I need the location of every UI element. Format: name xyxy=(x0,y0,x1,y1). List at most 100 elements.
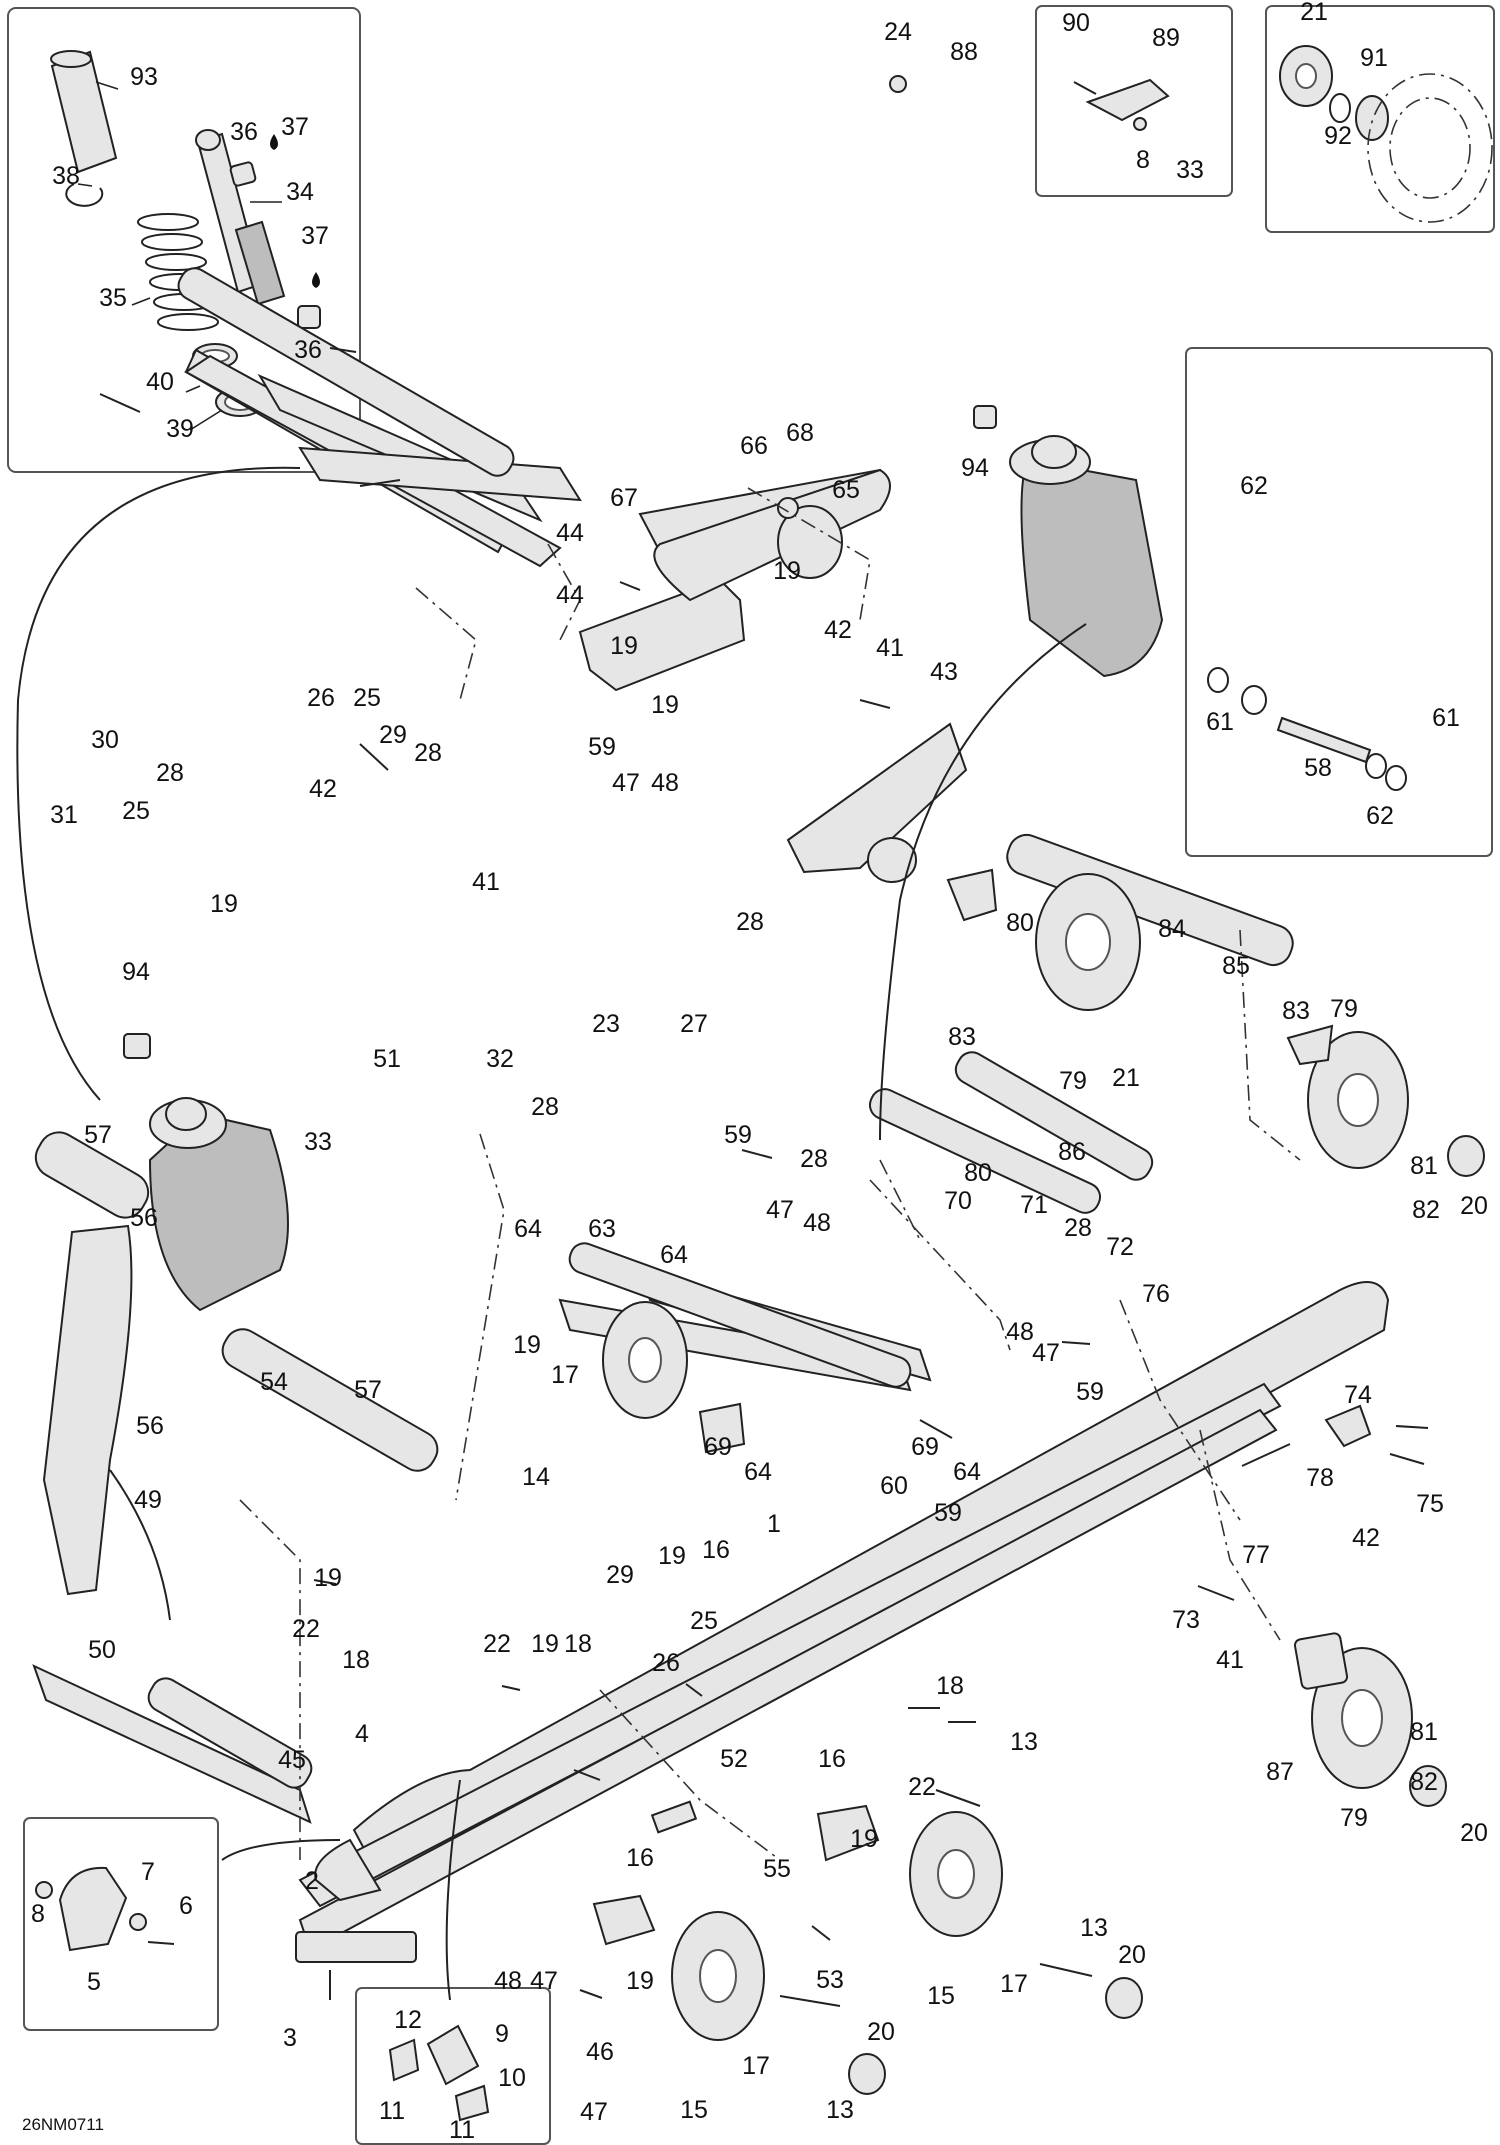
callout-92: 92 xyxy=(1324,122,1352,150)
callout-59: 59 xyxy=(934,1499,962,1527)
callout-81: 81 xyxy=(1410,1718,1438,1746)
callout-28: 28 xyxy=(736,908,764,936)
callout-42: 42 xyxy=(1352,1524,1380,1552)
callout-55: 55 xyxy=(763,1855,791,1883)
callout-16: 16 xyxy=(818,1745,846,1773)
callout-33: 33 xyxy=(1176,156,1204,184)
callout-68: 68 xyxy=(786,419,814,447)
callout-13: 13 xyxy=(826,2096,854,2124)
end-block-inset xyxy=(23,1817,219,2031)
callout-81: 81 xyxy=(1410,1152,1438,1180)
callout-22: 22 xyxy=(483,1630,511,1658)
callout-41: 41 xyxy=(472,868,500,896)
callout-19: 19 xyxy=(610,632,638,660)
slide-rail xyxy=(295,1281,1390,1963)
callout-44: 44 xyxy=(556,581,584,609)
callout-26: 26 xyxy=(307,684,335,712)
callout-88: 88 xyxy=(950,38,978,66)
callout-54: 54 xyxy=(260,1368,288,1396)
callout-18: 18 xyxy=(342,1646,370,1674)
callout-74: 74 xyxy=(1344,1381,1372,1409)
callout-32: 32 xyxy=(486,1045,514,1073)
callout-16: 16 xyxy=(702,1536,730,1564)
callout-79: 79 xyxy=(1059,1067,1087,1095)
callout-37: 37 xyxy=(301,222,329,250)
callout-14: 14 xyxy=(522,1463,550,1491)
callout-19: 19 xyxy=(626,1967,654,1995)
callout-13: 13 xyxy=(1080,1914,1108,1942)
callout-25: 25 xyxy=(122,797,150,825)
callout-38: 38 xyxy=(52,162,80,190)
callout-41: 41 xyxy=(1216,1646,1244,1674)
callout-19: 19 xyxy=(773,557,801,585)
front-arm-upper-bracket xyxy=(578,468,968,883)
callout-70: 70 xyxy=(944,1187,972,1215)
bracket-inset xyxy=(355,1987,551,2145)
callout-31: 31 xyxy=(50,801,78,829)
callout-57: 57 xyxy=(354,1376,382,1404)
callout-36: 36 xyxy=(294,336,322,364)
callout-69: 69 xyxy=(911,1433,939,1461)
callout-23: 23 xyxy=(592,1010,620,1038)
callout-25: 25 xyxy=(353,684,381,712)
callout-30: 30 xyxy=(91,726,119,754)
callout-26: 26 xyxy=(652,1649,680,1677)
callout-28: 28 xyxy=(156,759,184,787)
callout-3: 3 xyxy=(283,2024,297,2052)
callout-56: 56 xyxy=(136,1412,164,1440)
callout-36: 36 xyxy=(230,118,258,146)
callout-47: 47 xyxy=(1032,1339,1060,1367)
callout-8: 8 xyxy=(31,1900,45,1928)
callout-67: 67 xyxy=(610,484,638,512)
callout-16: 16 xyxy=(626,1844,654,1872)
callout-18: 18 xyxy=(936,1672,964,1700)
callout-6: 6 xyxy=(179,1892,193,1920)
callout-52: 52 xyxy=(720,1745,748,1773)
callout-48: 48 xyxy=(651,769,679,797)
callout-73: 73 xyxy=(1172,1606,1200,1634)
callout-48: 48 xyxy=(803,1209,831,1237)
callout-50: 50 xyxy=(88,1636,116,1664)
shock-detail-inset xyxy=(7,7,361,473)
callout-64: 64 xyxy=(953,1458,981,1486)
callout-9: 9 xyxy=(495,2020,509,2048)
callout-82: 82 xyxy=(1412,1196,1440,1224)
callout-33: 33 xyxy=(304,1128,332,1156)
callout-59: 59 xyxy=(724,1121,752,1149)
callout-21: 21 xyxy=(1300,0,1328,26)
callout-42: 42 xyxy=(824,616,852,644)
callout-35: 35 xyxy=(99,284,127,312)
callout-15: 15 xyxy=(927,1982,955,2010)
callout-79: 79 xyxy=(1330,995,1358,1023)
callout-21: 21 xyxy=(1112,1064,1140,1092)
callout-27: 27 xyxy=(680,1010,708,1038)
callout-64: 64 xyxy=(514,1215,542,1243)
callout-64: 64 xyxy=(660,1241,688,1269)
callout-64: 64 xyxy=(744,1458,772,1486)
callout-47: 47 xyxy=(530,1967,558,1995)
callout-47: 47 xyxy=(580,2098,608,2126)
sprocket-inset xyxy=(1265,5,1495,233)
callout-90: 90 xyxy=(1062,9,1090,37)
callout-45: 45 xyxy=(278,1746,306,1774)
callout-19: 19 xyxy=(513,1331,541,1359)
callout-79: 79 xyxy=(1340,1804,1368,1832)
callout-1: 1 xyxy=(767,1510,781,1538)
callout-80: 80 xyxy=(964,1159,992,1187)
callout-29: 29 xyxy=(379,721,407,749)
callout-69: 69 xyxy=(704,1433,732,1461)
callout-20: 20 xyxy=(1118,1941,1146,1969)
callout-59: 59 xyxy=(1076,1378,1104,1406)
callout-12: 12 xyxy=(394,2006,422,2034)
callout-94: 94 xyxy=(961,454,989,482)
callout-17: 17 xyxy=(742,2052,770,2080)
callout-87: 87 xyxy=(1266,1758,1294,1786)
callout-93: 93 xyxy=(130,63,158,91)
callout-61: 61 xyxy=(1206,708,1234,736)
callout-18: 18 xyxy=(564,1630,592,1658)
callout-58: 58 xyxy=(1304,754,1332,782)
front-shock-33-lower xyxy=(123,1033,289,1312)
callout-62: 62 xyxy=(1240,472,1268,500)
callout-20: 20 xyxy=(867,2018,895,2046)
